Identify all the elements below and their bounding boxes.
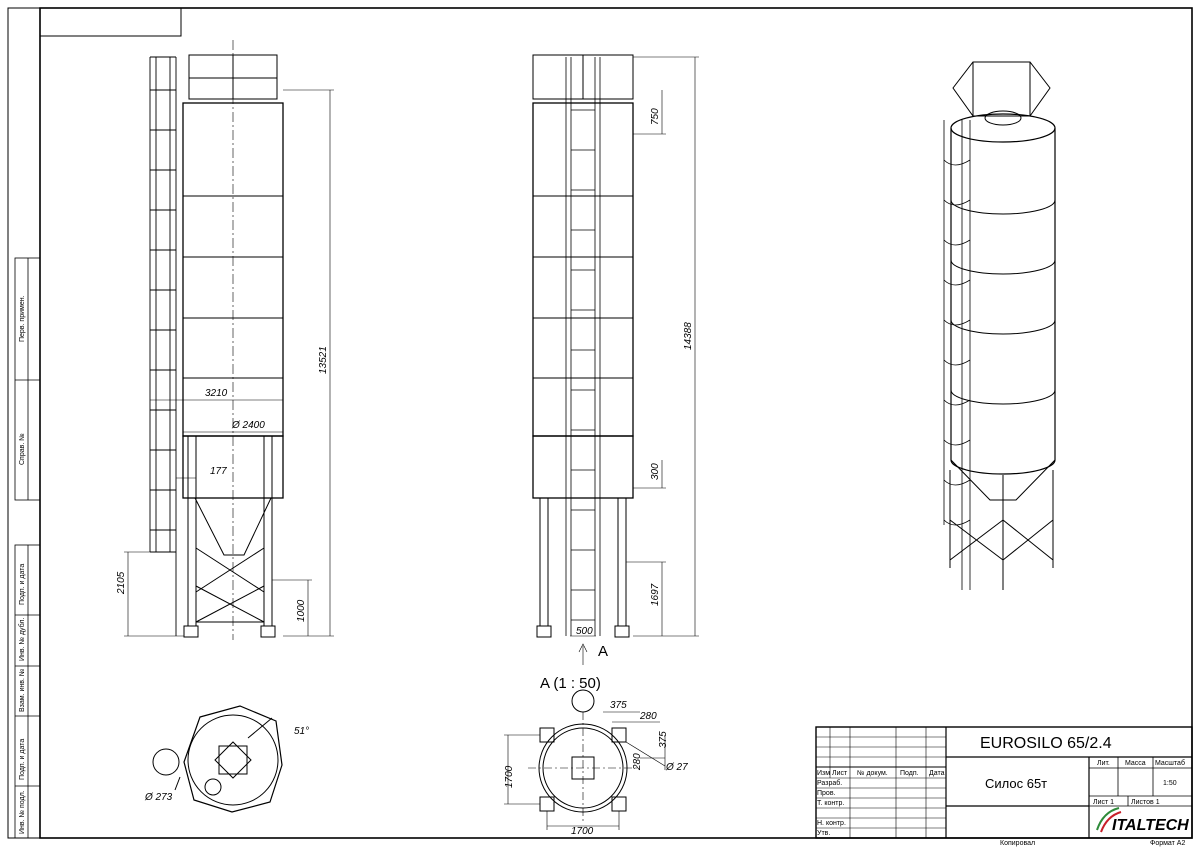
dim-sect-hole-27: Ø 27 (665, 762, 688, 773)
footer-format: Формат A2 (1150, 840, 1185, 847)
header-sheet: Лист (832, 770, 848, 777)
header-date: Дата (929, 770, 945, 777)
strip-sign-date-2: Подп. и дата (19, 739, 26, 780)
dim-diameter-2400: Ø 2400 (231, 420, 265, 431)
italtech-logo: ITALTECH (1096, 807, 1189, 834)
strip-ref-no: Справ. № (19, 433, 26, 465)
dim-outlet-500: 500 (576, 626, 593, 637)
dim-base-1000: 1000 (296, 599, 307, 622)
logo-text: ITALTECH (1112, 817, 1189, 834)
section-a-view (504, 689, 666, 830)
dim-leg-2105: 2105 (116, 571, 127, 595)
role-approved: Утв. (817, 830, 830, 837)
drawing-name: Силос 65т (985, 776, 1047, 791)
dim-sect-280-side: 280 (632, 753, 643, 771)
dim-sect-280-top: 280 (639, 711, 657, 722)
strip-sign-date-1: Подп. и дата (19, 564, 26, 605)
strip-repl-inv: Взам. инв. № (19, 669, 26, 712)
front-view (124, 40, 334, 640)
dim-height-14388: 14388 (683, 322, 694, 350)
header-doc-no: № докум. (857, 770, 888, 777)
scale-value: 1:50 (1163, 780, 1177, 787)
dim-height-13521: 13521 (318, 346, 329, 374)
dim-sect-375-side: 375 (658, 731, 669, 748)
front-ladder (565, 57, 601, 636)
header-mass: Масса (1125, 760, 1146, 767)
sheet-number: Лист 1 (1093, 799, 1114, 806)
dim-lower-1697: 1697 (650, 583, 661, 606)
header-change: Изм (817, 770, 830, 777)
view-arrow-label: A (598, 643, 608, 660)
side-view (532, 54, 699, 665)
dim-top-750: 750 (650, 108, 661, 125)
sheets-total: Листов 1 (1131, 799, 1160, 806)
dim-hatch-300: 300 (650, 463, 661, 480)
role-checker: Пров. (817, 790, 836, 797)
iso-ladder (943, 120, 971, 590)
role-norm-control: Н. контр. (817, 820, 846, 827)
isometric-view (943, 61, 1056, 590)
dim-offset-177: 177 (210, 466, 227, 477)
strip-orig-inv: Инв. № подл. (19, 790, 26, 834)
drawing-designation: EUROSILO 65/2.4 (980, 735, 1112, 752)
dim-sect-width-1700: 1700 (571, 826, 594, 837)
dim-width-3210: 3210 (205, 388, 228, 399)
section-title: A (1 : 50) (540, 675, 601, 692)
title-block (815, 726, 1193, 839)
side-strip: Перв. примен. Справ. № Подп. и дата Инв.… (14, 257, 41, 839)
dim-angle-51: 51° (294, 726, 309, 737)
caged-ladder (149, 56, 177, 636)
dim-sect-height-1700: 1700 (504, 765, 515, 788)
dim-pipe-273: Ø 273 (144, 792, 173, 803)
strip-first-use: Перв. примен. (19, 295, 26, 342)
header-signature: Подп. (900, 770, 919, 777)
header-scale: Масштаб (1155, 759, 1185, 767)
strip-dup-inv: Инв. № дубл. (18, 618, 26, 661)
role-developer: Разраб. (817, 779, 842, 787)
header-lit: Лит. (1097, 760, 1110, 767)
role-tech-control: Т. контр. (817, 800, 844, 807)
footer-copied: Копировал (1000, 840, 1035, 847)
dim-sect-375-top: 375 (610, 700, 627, 711)
top-view (152, 705, 283, 813)
